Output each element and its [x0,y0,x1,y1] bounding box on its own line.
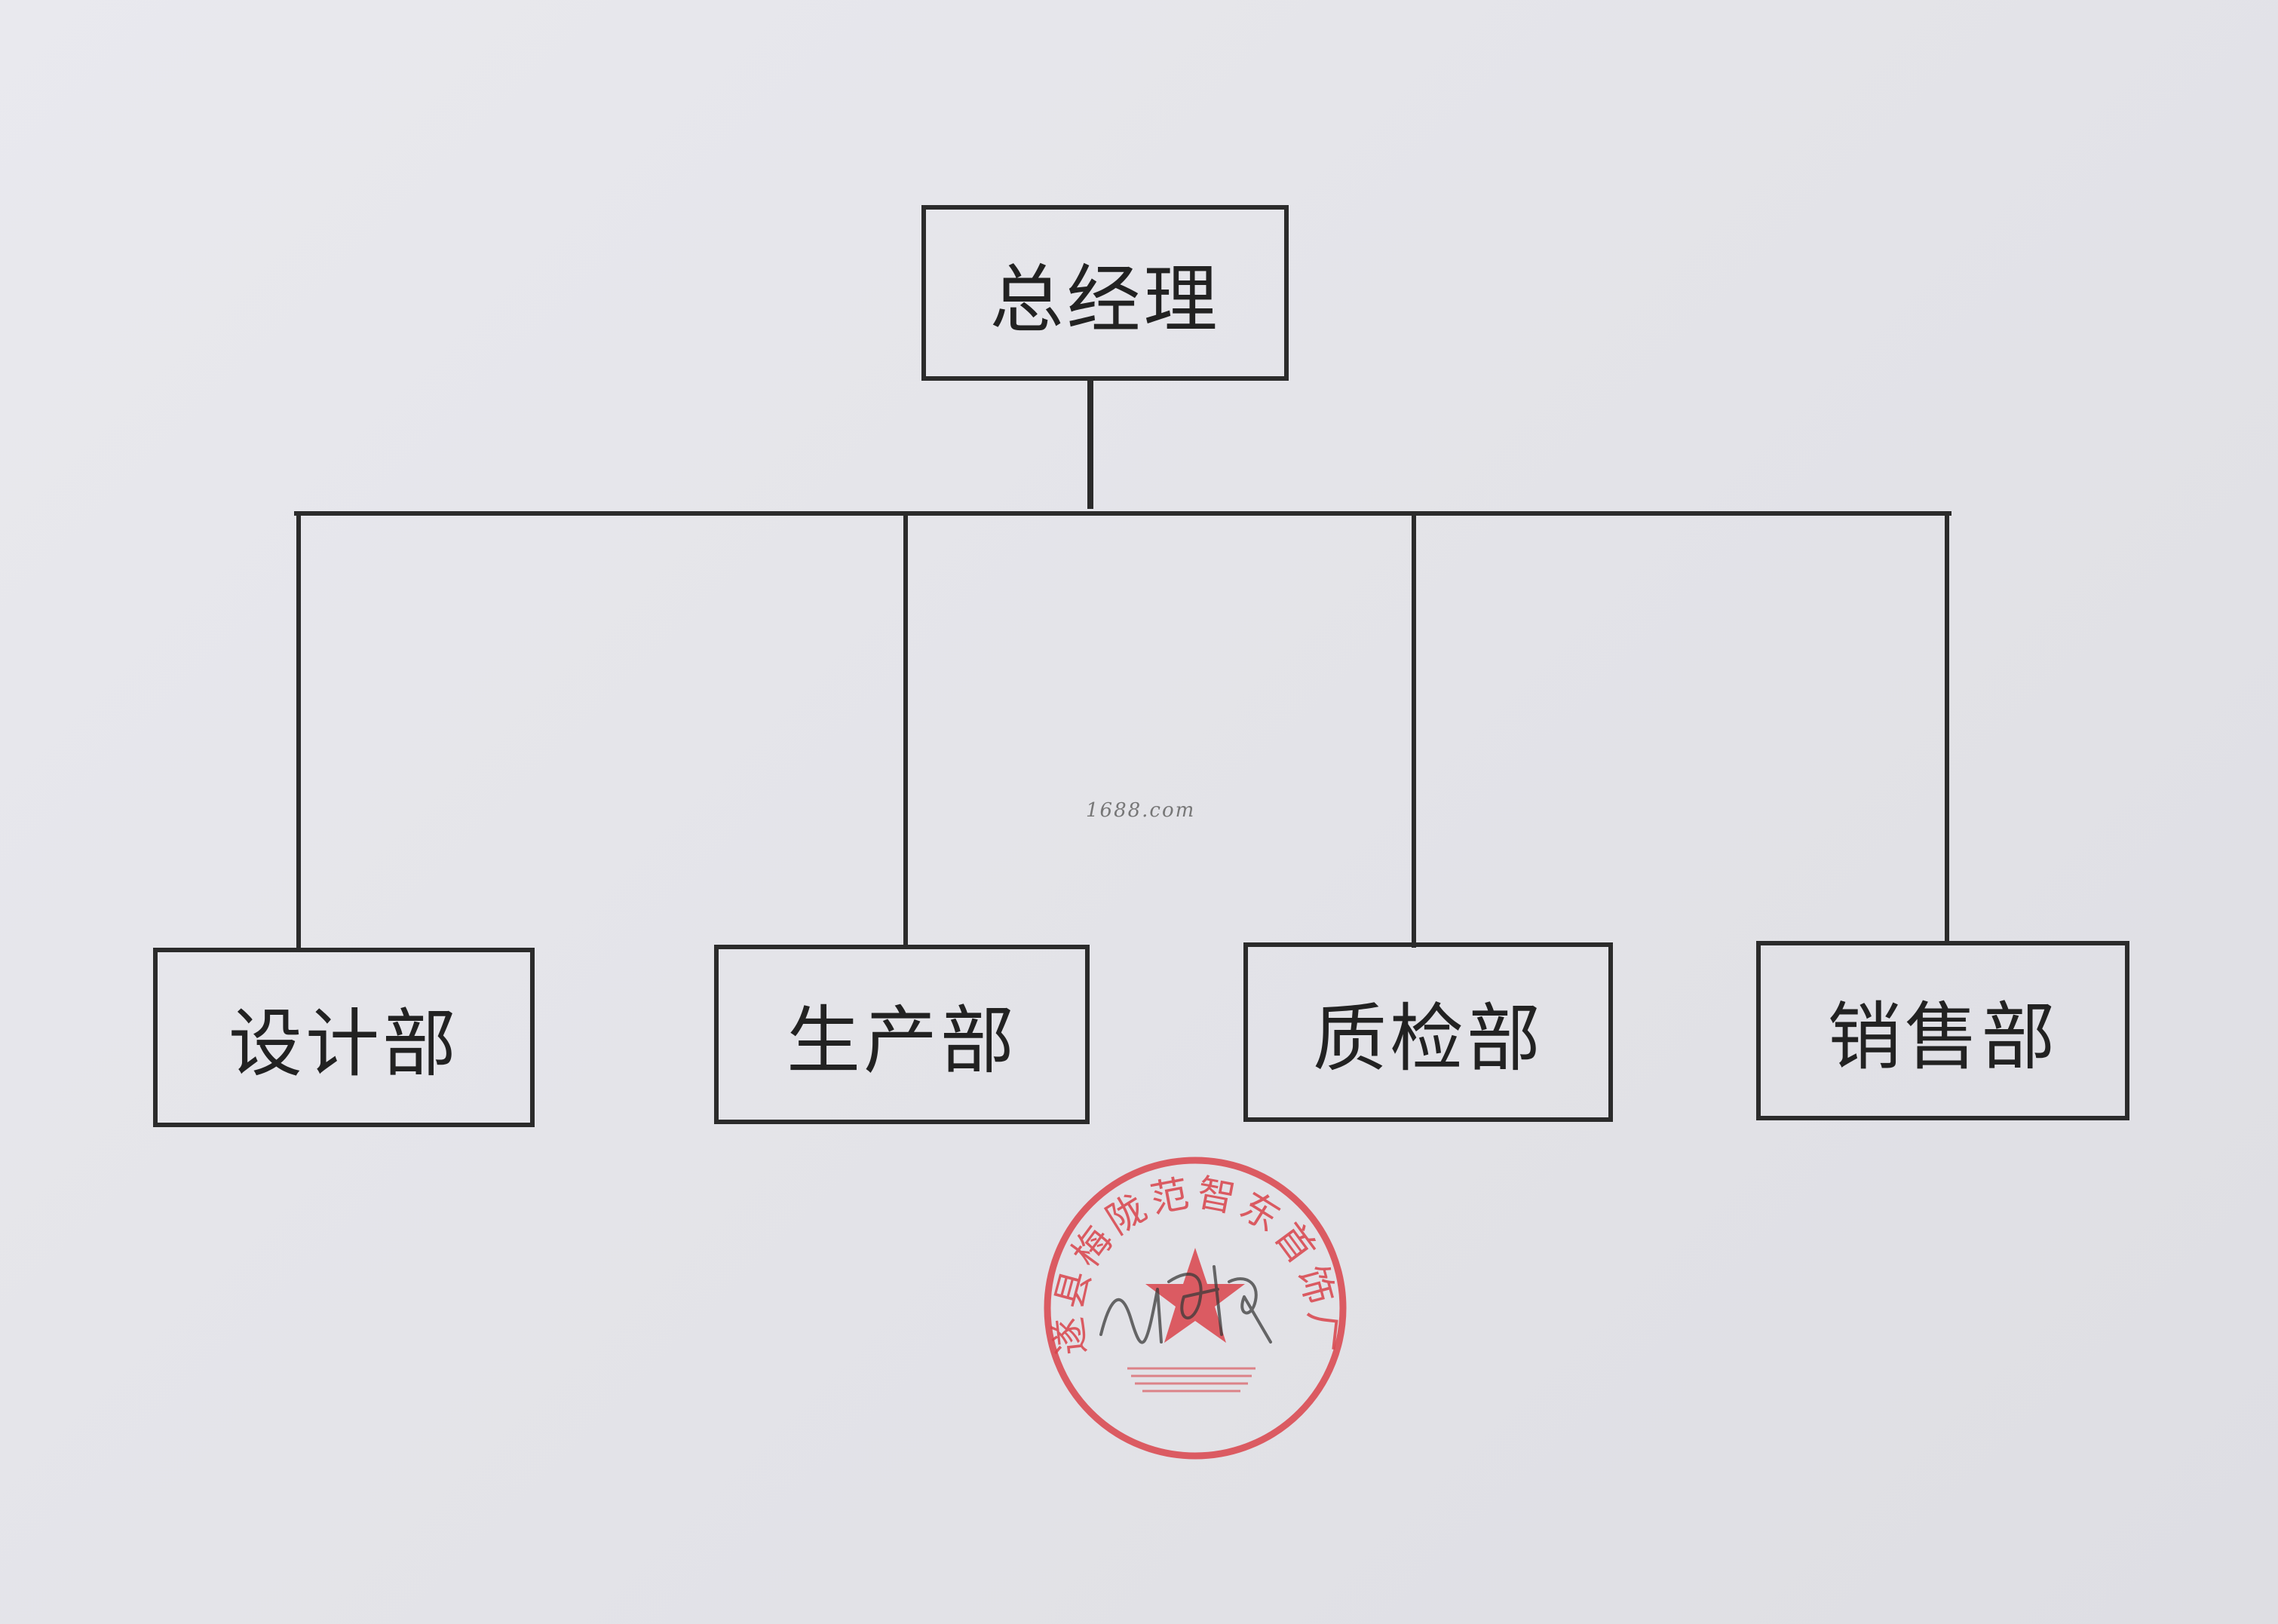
horizontal-bus-line [294,511,1951,516]
department-label-sales: 销售部 [1827,994,2059,1080]
watermark-text: 1688.com [1086,799,1196,822]
department-box-quality: 质检部 [1243,942,1613,1122]
department-label-production: 生产部 [786,998,1017,1084]
handwritten-signature [1099,1265,1272,1344]
department-box-sales: 销售部 [1756,941,2129,1120]
department-label-quality: 质检部 [1312,996,1544,1082]
general-manager-box: 总经理 [921,205,1289,381]
connector-production [903,514,908,948]
general-manager-label: 总经理 [989,256,1221,343]
department-box-design: 设计部 [153,948,535,1127]
department-label-design: 设计部 [228,1001,459,1087]
department-box-production: 生产部 [714,945,1090,1124]
connector-quality [1412,514,1416,948]
connector-sales [1945,514,1949,944]
root-stem-line [1087,381,1093,509]
connector-design [296,514,301,948]
